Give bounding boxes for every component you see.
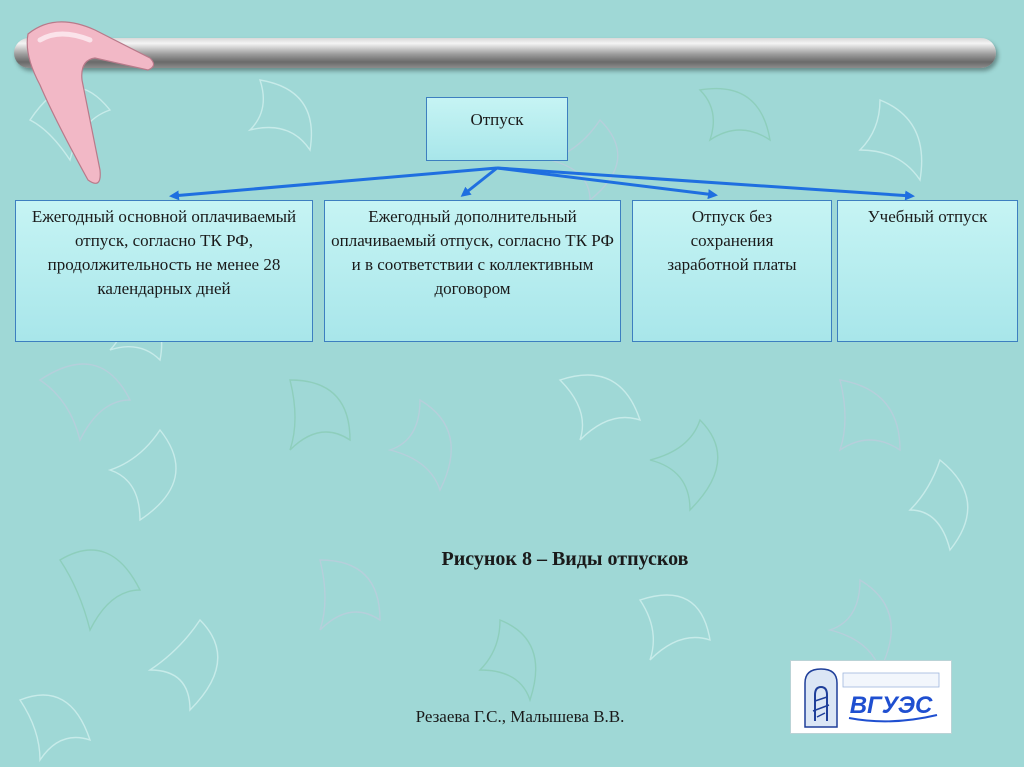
study-leave-label: Учебный отпуск bbox=[868, 207, 988, 226]
annual-paid-leave-label: Ежегодный основной оплачиваемый отпуск, … bbox=[32, 207, 296, 298]
unpaid-leave-label: Отпуск без сохранения заработной платы bbox=[667, 207, 796, 274]
root-node-box: Отпуск bbox=[426, 97, 568, 161]
arrow-to-study-leave bbox=[497, 168, 912, 196]
study-leave-box: Учебный отпуск bbox=[837, 200, 1018, 342]
svg-text:ВГУЭС: ВГУЭС bbox=[850, 692, 933, 719]
annual-paid-leave-box: Ежегодный основной оплачиваемый отпуск, … bbox=[15, 200, 313, 342]
additional-paid-leave-label: Ежегодный дополнительный оплачиваемый от… bbox=[331, 207, 614, 298]
arrow-to-annual-leave bbox=[172, 168, 497, 196]
footer-authors: Резаева Г.С., Малышева В.В. bbox=[330, 707, 710, 727]
root-node-label: Отпуск bbox=[470, 110, 523, 129]
additional-paid-leave-box: Ежегодный дополнительный оплачиваемый от… bbox=[324, 200, 621, 342]
arrow-to-additional-leave bbox=[463, 168, 497, 195]
figure-caption: Рисунок 8 – Виды отпусков bbox=[350, 548, 780, 571]
unpaid-leave-box: Отпуск без сохранения заработной платы bbox=[632, 200, 832, 342]
university-logo: ВГУЭС bbox=[790, 660, 952, 734]
